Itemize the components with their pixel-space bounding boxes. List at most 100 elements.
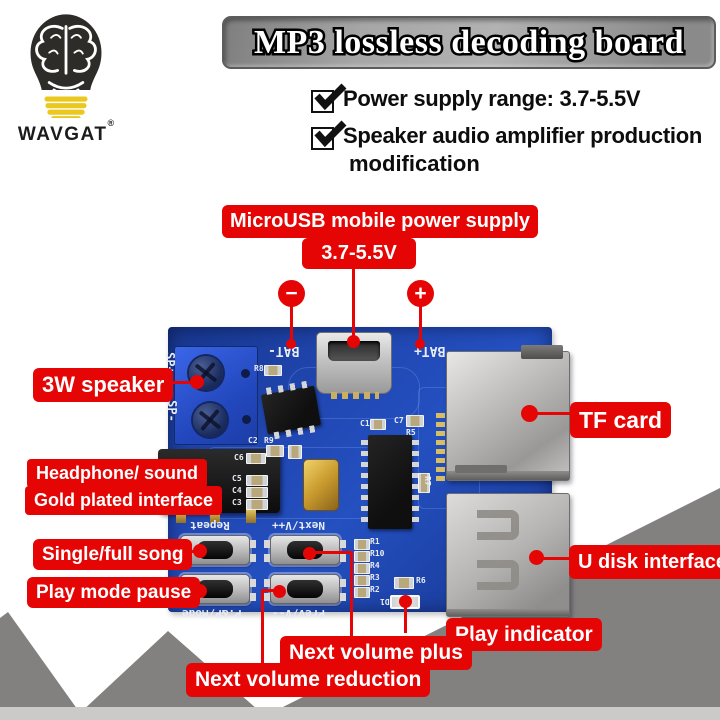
title-banner: MP3 lossless decoding board <box>222 16 716 69</box>
smd-component <box>354 587 370 598</box>
brand-name-text: WAVGAT <box>17 124 108 145</box>
tf-slot-lip <box>447 471 569 480</box>
callout-dot-bat-minus <box>286 339 296 349</box>
callout-line-plus <box>419 306 422 342</box>
silkscreen-r10: R10 <box>370 549 385 558</box>
feature-item-speaker: Speaker audio amplifier production <box>311 120 702 150</box>
button-leg <box>264 540 270 562</box>
smd-component <box>354 539 370 550</box>
callout-line-tf <box>528 412 578 415</box>
smd-component <box>264 365 282 376</box>
feature-text: Power supply range: 3.7-5.5V <box>343 86 641 111</box>
jack-gold-pin <box>210 509 220 523</box>
terminal-hole <box>242 415 251 424</box>
label-microusb: MicroUSB mobile power supply <box>222 205 538 238</box>
page-title: MP3 lossless decoding board <box>251 21 686 63</box>
callout-line-vol-plus-h <box>309 551 353 554</box>
label-speaker: 3W speaker <box>33 368 174 402</box>
callout-dot-tf <box>521 405 538 422</box>
silkscreen-sp-minus: SP- <box>164 400 179 422</box>
button-leg <box>250 579 256 601</box>
callout-dot-microusb <box>347 335 360 348</box>
usb-lip <box>447 609 569 616</box>
smd-component <box>288 445 302 459</box>
callout-dot-udisk <box>529 550 544 565</box>
silkscreen-repeat: Repeat <box>190 519 230 532</box>
silkscreen-r2: R2 <box>370 585 380 594</box>
brand-logo: WAVGAT® <box>10 6 130 146</box>
silkscreen-c1: C1 <box>360 419 370 428</box>
callout-line-speaker <box>170 381 200 384</box>
brand-name: WAVGAT® <box>10 118 122 146</box>
label-single-full-song: Single/full song <box>33 539 193 570</box>
tf-card-slot <box>446 345 570 481</box>
lightbulb-brain-icon <box>30 14 102 122</box>
label-headphone-1: Headphone/ sound <box>27 459 207 488</box>
silkscreen-c2: C2 <box>248 436 258 445</box>
mountain-strip-light <box>0 707 720 720</box>
label-voltage: 3.7-5.5V <box>302 238 416 269</box>
silkscreen-c4: C4 <box>232 486 242 495</box>
callout-line-vol-plus-v <box>350 551 353 641</box>
smd-component <box>370 419 386 430</box>
silkscreen-r3: R3 <box>370 573 380 582</box>
callout-line-play-indicator <box>404 605 407 633</box>
gold-capacitor <box>303 459 339 511</box>
checkbox-icon <box>311 120 347 150</box>
chip-pins <box>412 440 419 524</box>
label-play-indicator: Play indicator <box>446 618 602 651</box>
silkscreen-prev-vminus: Prev/V-- <box>272 607 325 620</box>
silkscreen-c7: C7 <box>394 416 404 425</box>
jack-gold-pin <box>246 509 256 523</box>
silkscreen-c3: C3 <box>232 498 242 507</box>
callout-dot-single <box>193 544 207 558</box>
silkscreen-pp-mode: P.&P/Mode <box>182 607 242 620</box>
silkscreen-r6: R6 <box>416 576 426 585</box>
tf-slot-tab <box>521 345 563 359</box>
smd-component <box>246 453 266 464</box>
silkscreen-r7: R7 <box>422 476 432 486</box>
label-headphone-2: Gold plated interface <box>25 486 223 515</box>
terminal-hole <box>241 369 250 378</box>
minus-badge: − <box>278 280 305 307</box>
plus-badge: + <box>407 280 434 307</box>
callout-line-vol-reduction-v <box>261 589 264 669</box>
smd-component <box>354 575 370 586</box>
smd-component <box>394 577 414 589</box>
smd-component <box>418 473 430 493</box>
callout-dot-speaker <box>190 375 204 389</box>
smd-component <box>246 475 268 486</box>
decoder-chip <box>361 435 419 529</box>
label-tf-card: TF card <box>570 402 672 438</box>
silkscreen-r1: R1 <box>370 537 380 546</box>
tf-slot-notch <box>455 465 507 473</box>
micro-usb-pins <box>331 392 379 399</box>
callout-line-vol-reduction-h <box>262 589 280 592</box>
callout-dot-play-indicator <box>399 595 412 608</box>
silkscreen-r8: R8 <box>254 364 264 373</box>
silkscreen-r4: R4 <box>370 561 380 570</box>
terminal-screw <box>193 403 227 437</box>
label-play-mode-pause: Play mode pause <box>27 577 201 608</box>
checkbox-icon <box>311 83 347 113</box>
callout-line-minus <box>290 306 293 342</box>
label-u-disk: U disk interface <box>569 545 720 579</box>
button-leg <box>340 579 346 601</box>
tf-gold-pads <box>436 413 445 481</box>
silkscreen-d1: D1 <box>380 597 390 606</box>
smd-component <box>246 487 268 498</box>
feature-item-power: Power supply range: 3.7-5.5V <box>311 83 641 113</box>
smd-component <box>266 445 284 457</box>
silkscreen-r5: R5 <box>406 428 416 437</box>
label-vol-reduction: Next volume reduction <box>186 663 431 697</box>
smd-component <box>354 563 370 574</box>
usb-spring-tab <box>477 560 519 590</box>
usb-a-port <box>446 493 570 617</box>
usb-spring-tab <box>477 510 519 540</box>
smd-component <box>354 551 370 562</box>
callout-line-udisk <box>535 557 575 560</box>
feature-text: Speaker audio amplifier production <box>343 123 702 148</box>
